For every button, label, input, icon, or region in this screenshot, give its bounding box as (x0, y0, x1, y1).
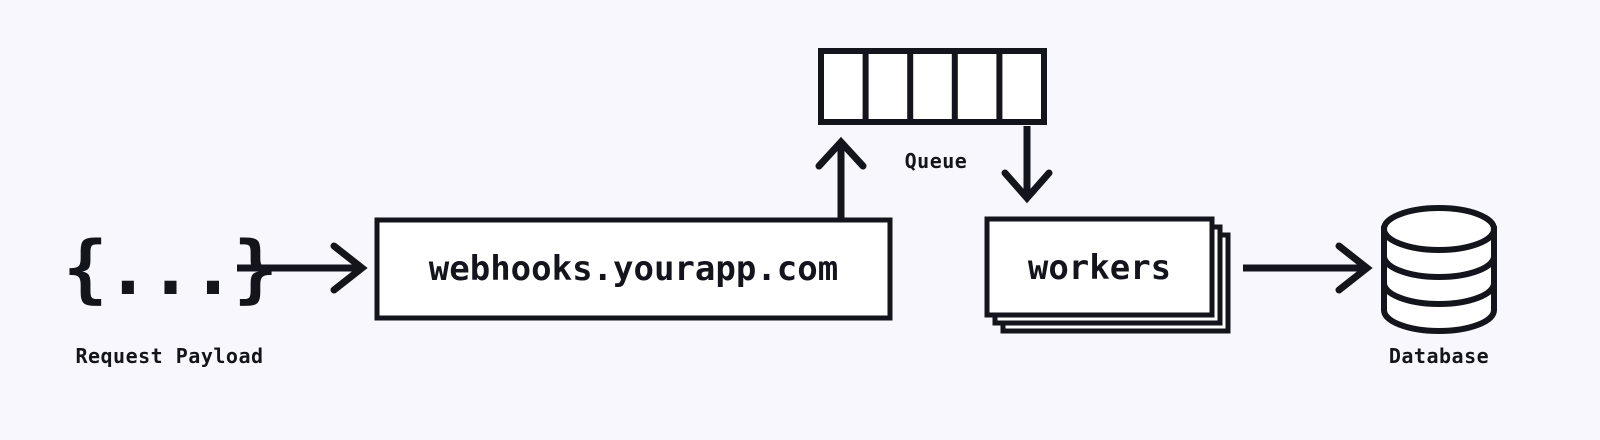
queue-caption: Queue (904, 149, 968, 173)
request-payload-caption: Request Payload (75, 344, 264, 368)
json-braces-icon: {...} (63, 226, 278, 312)
endpoint-box[interactable] (374, 217, 893, 321)
database-caption: Database (1388, 344, 1490, 368)
queue-shape[interactable] (818, 48, 1047, 125)
edge-payload-to-endpoint (237, 242, 368, 294)
workers-stack[interactable] (984, 216, 1231, 334)
edge-endpoint-to-queue (815, 136, 867, 218)
workers-label: workers (1027, 248, 1172, 288)
edge-workers-to-database (1243, 242, 1373, 294)
database-cylinder[interactable] (1381, 205, 1497, 334)
endpoint-label: webhooks.yourapp.com (428, 249, 839, 289)
edge-queue-to-workers (1001, 126, 1053, 204)
